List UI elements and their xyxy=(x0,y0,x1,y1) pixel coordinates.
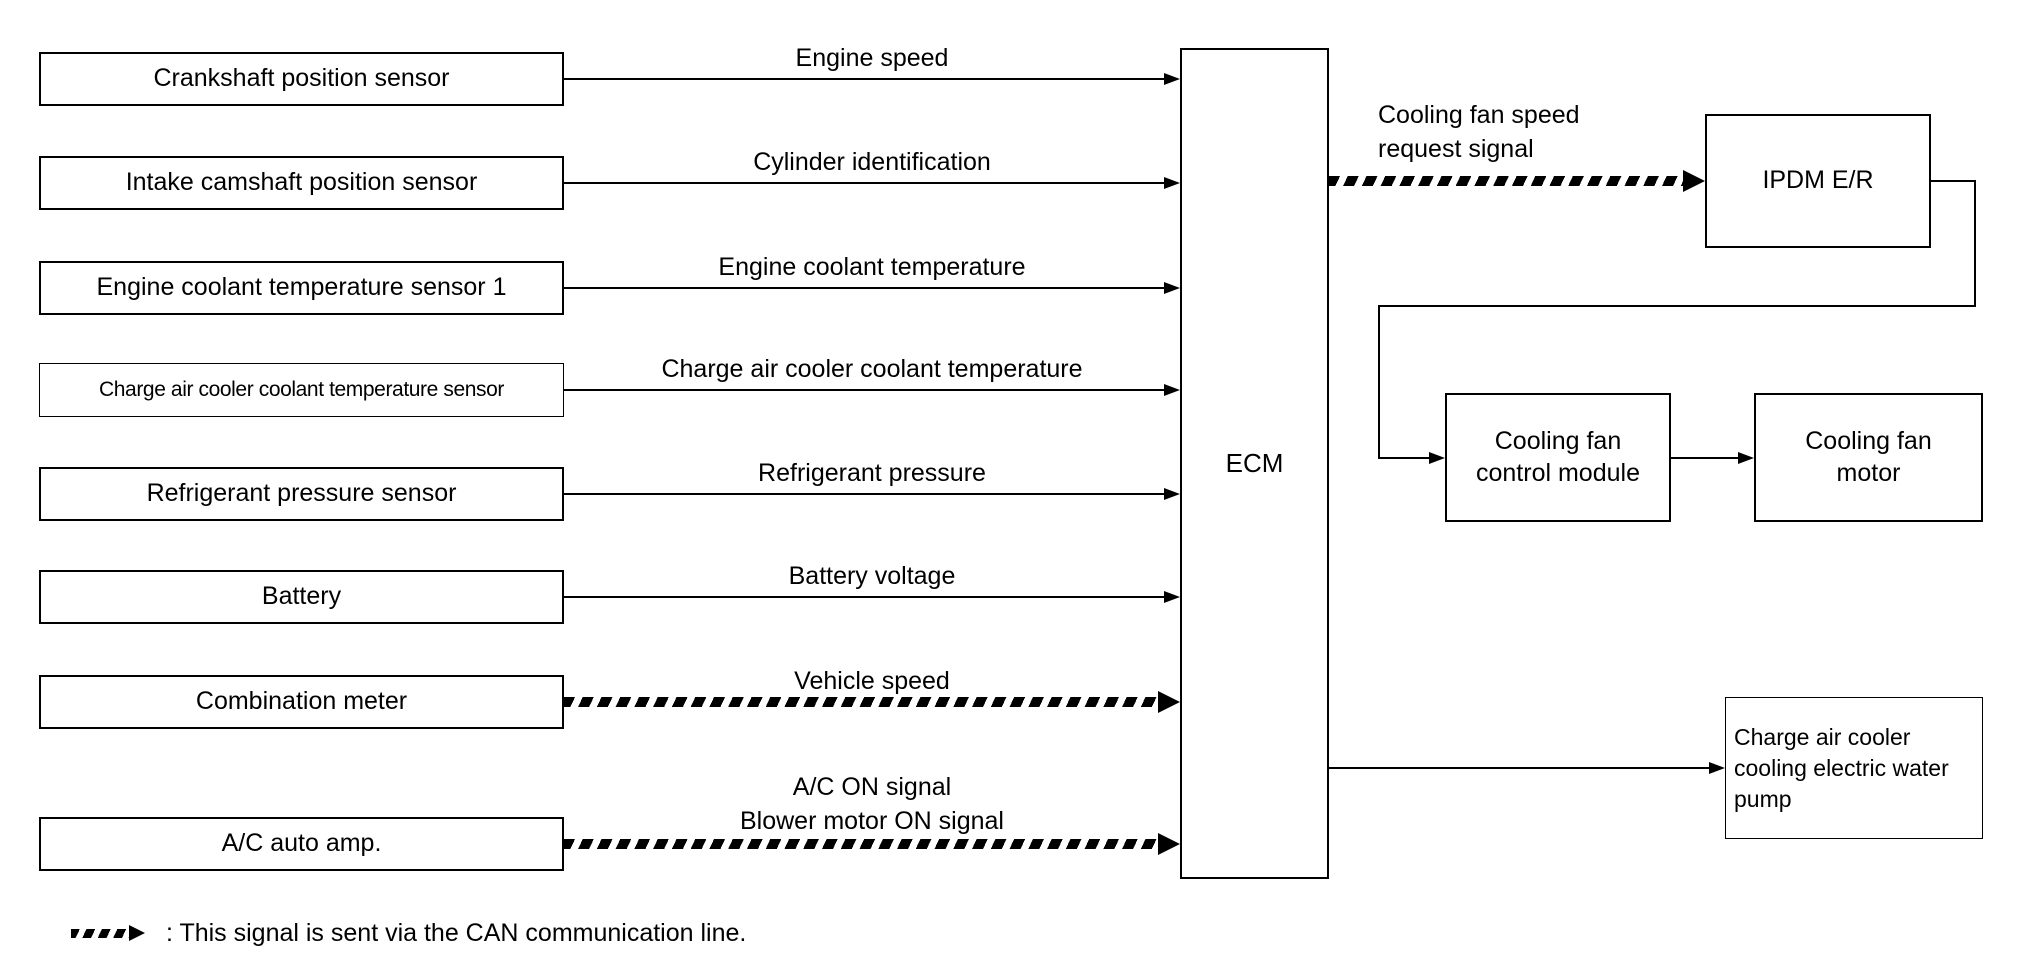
cooling-fan-motor-box: Cooling fan motor xyxy=(1754,393,1983,522)
legend-text: : This signal is sent via the CAN commun… xyxy=(166,919,747,947)
signal-label-ac-on-blower-motor-on: A/C ON signal Blower motor ON signal xyxy=(740,773,1004,835)
arrow-head-charge-air-cooler-coolant-temperature xyxy=(1164,384,1180,396)
arrow-line-engine-coolant-temperature xyxy=(564,287,1164,289)
source-label-engine-coolant-temperature-sensor-1: Engine coolant temperature sensor 1 xyxy=(96,273,507,302)
arrow-line-engine-speed xyxy=(564,78,1164,80)
signal-label-charge-air-cooler-coolant-temperature: Charge air cooler coolant temperature xyxy=(661,355,1083,383)
signal-label-battery-voltage: Battery voltage xyxy=(788,562,956,590)
route-line-horizontal-back xyxy=(1378,305,1976,307)
signal-label-cylinder-identification: Cylinder identification xyxy=(753,148,991,176)
legend-can-arrow-sample xyxy=(71,929,129,938)
can-arrow-line-ac-on-signal xyxy=(564,839,1158,849)
arrow-line-refrigerant-pressure xyxy=(564,493,1164,495)
arrow-line-battery-voltage xyxy=(564,596,1164,598)
signal-label-engine-speed: Engine speed xyxy=(795,44,949,72)
signal-label-engine-coolant-temperature: Engine coolant temperature xyxy=(718,253,1026,281)
cooling-fan-motor-label: Cooling fan motor xyxy=(1805,427,1932,487)
ecm-label: ECM xyxy=(1225,448,1284,479)
route-line-ipdm-right xyxy=(1931,180,1976,182)
signal-label-vehicle-speed: Vehicle speed xyxy=(794,667,950,695)
source-box-charge-air-cooler-coolant-temperature-sensor: Charge air cooler coolant temperature se… xyxy=(39,363,564,417)
source-box-intake-camshaft-position-sensor: Intake camshaft position sensor xyxy=(39,156,564,210)
water-pump-label: Charge air cooler cooling electric water… xyxy=(1734,723,1949,812)
source-box-engine-coolant-temperature-sensor-1: Engine coolant temperature sensor 1 xyxy=(39,261,564,315)
source-label-ac-auto-amp: A/C auto amp. xyxy=(221,829,382,858)
can-arrow-head-vehicle-speed xyxy=(1158,691,1180,713)
arrow-head-refrigerant-pressure xyxy=(1164,488,1180,500)
source-box-refrigerant-pressure-sensor: Refrigerant pressure sensor xyxy=(39,467,564,521)
route-line-down-left xyxy=(1378,305,1380,458)
cooling-fan-control-module-label: Cooling fan control module xyxy=(1476,427,1640,487)
can-arrow-head-ac-on-signal xyxy=(1158,833,1180,855)
ipdm-er-box: IPDM E/R xyxy=(1705,114,1931,248)
source-box-combination-meter: Combination meter xyxy=(39,675,564,729)
cooling-fan-control-module-box: Cooling fan control module xyxy=(1445,393,1671,522)
arrow-line-to-fan-motor xyxy=(1671,457,1738,459)
arrow-head-engine-speed xyxy=(1164,73,1180,85)
source-box-crankshaft-position-sensor: Crankshaft position sensor xyxy=(39,52,564,106)
can-arrow-line-vehicle-speed xyxy=(564,697,1158,707)
legend-can-arrow-sample-head xyxy=(129,925,145,941)
source-box-battery: Battery xyxy=(39,570,564,624)
source-box-ac-auto-amp: A/C auto amp. xyxy=(39,817,564,871)
arrow-head-engine-coolant-temperature xyxy=(1164,282,1180,294)
source-label-charge-air-cooler-coolant-temperature-sensor: Charge air cooler coolant temperature se… xyxy=(99,377,504,401)
source-label-crankshaft-position-sensor: Crankshaft position sensor xyxy=(153,64,450,93)
signal-label-refrigerant-pressure: Refrigerant pressure xyxy=(758,459,986,487)
water-pump-box: Charge air cooler cooling electric water… xyxy=(1725,697,1983,839)
signal-label-cooling-fan-speed-request: Cooling fan speed request signal xyxy=(1378,101,1580,163)
arrow-head-to-fan-control-module xyxy=(1429,452,1445,464)
arrow-head-to-fan-motor xyxy=(1738,452,1754,464)
arrow-line-charge-air-cooler-coolant-temperature xyxy=(564,389,1164,391)
arrow-line-to-water-pump xyxy=(1329,767,1709,769)
ecm-box: ECM xyxy=(1180,48,1329,879)
ipdm-er-label: IPDM E/R xyxy=(1762,166,1874,195)
source-label-intake-camshaft-position-sensor: Intake camshaft position sensor xyxy=(125,168,478,197)
can-arrow-line-cooling-fan-speed-request xyxy=(1329,176,1683,186)
arrow-line-cylinder-identification xyxy=(564,182,1164,184)
route-line-down-right xyxy=(1974,180,1976,307)
source-label-refrigerant-pressure-sensor: Refrigerant pressure sensor xyxy=(146,479,457,508)
arrow-line-to-fan-control-module xyxy=(1378,457,1429,459)
arrow-head-battery-voltage xyxy=(1164,591,1180,603)
source-label-combination-meter: Combination meter xyxy=(195,687,408,716)
arrow-head-cylinder-identification xyxy=(1164,177,1180,189)
source-label-battery: Battery xyxy=(261,582,342,611)
can-arrow-head-cooling-fan-speed-request xyxy=(1683,170,1705,192)
arrow-head-to-water-pump xyxy=(1709,762,1725,774)
